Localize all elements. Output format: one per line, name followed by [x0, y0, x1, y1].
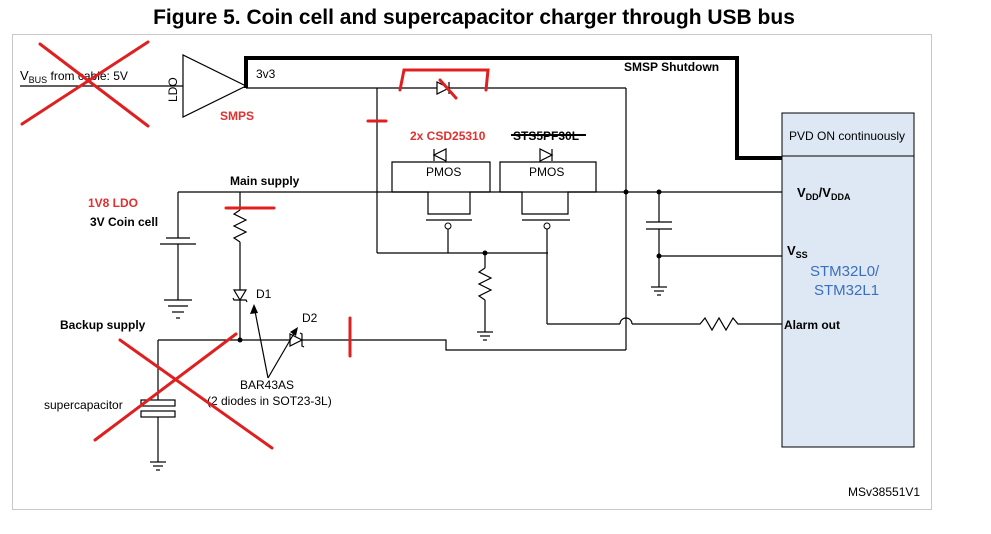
- v3v3-label: 3v3: [256, 67, 276, 81]
- d2-label: D2: [302, 311, 318, 325]
- junction-5: [237, 337, 243, 343]
- backup-supply-label: Backup supply: [60, 318, 146, 332]
- d2-output-wire: [302, 339, 626, 351]
- csd-label: 2x CSD25310: [410, 129, 486, 143]
- pmos2-gate-bubble: [543, 222, 551, 230]
- bar43-arrow-d2-head: [290, 327, 298, 336]
- mcu-block: [781, 112, 915, 448]
- bar43-arrow-d1: [253, 305, 269, 379]
- d1-label: D1: [256, 287, 272, 301]
- junction-1: [623, 189, 629, 195]
- regulator-triangle: [182, 54, 248, 118]
- supercap-plate-bottom: [140, 410, 176, 418]
- pmos2-label: PMOS: [529, 165, 564, 179]
- bar43-arrow-d1-head: [250, 304, 258, 314]
- pmos1-label: PMOS: [426, 165, 461, 179]
- red-cross-vbus-1: [38, 42, 150, 128]
- pulldown-resistor: [477, 267, 493, 301]
- mcu-name-line2: STM32L1: [814, 282, 879, 299]
- pmos1-gate-bubble: [444, 222, 452, 230]
- smps-label: SMPS: [220, 109, 254, 123]
- figure-title: Figure 5. Coin cell and supercapacitor c…: [153, 6, 795, 29]
- bar43as-label: BAR43AS: [240, 378, 294, 392]
- vbus-label: VBUS from cable: 5V: [20, 68, 128, 85]
- ldo-1v8-label: 1V8 LDO: [88, 196, 138, 210]
- mcu-name-line1: STM32L0/: [810, 263, 880, 280]
- red-cross-supercap-2: [93, 332, 238, 442]
- ldo-label: LDO: [166, 77, 180, 102]
- two-diodes-label: (2 diodes in SOT23-3L): [207, 394, 332, 408]
- supercap-plate-top: [140, 399, 176, 407]
- bar43-arrow-d2: [267, 329, 297, 379]
- charge-resistor: [232, 209, 248, 243]
- vdd-pin-label: VDD/VDDA: [797, 185, 851, 202]
- pmos2-body-diode-loop: [499, 161, 597, 192]
- junction-3: [656, 253, 662, 259]
- vss-pin-label: VSS: [787, 243, 808, 260]
- coin-cell-label: 3V Coin cell: [90, 215, 158, 229]
- red-bypass-mark: [398, 68, 490, 92]
- diagram-frame: [12, 34, 932, 510]
- d1-diode: [232, 289, 248, 302]
- pmos2-channel: [500, 191, 596, 215]
- alarm-wire-hop: [619, 317, 633, 325]
- alarm-out-label: Alarm out: [784, 318, 840, 332]
- red-diode-strike: [438, 78, 458, 100]
- pmos1-body-diode: [432, 148, 447, 162]
- main-supply-label: Main supply: [230, 174, 300, 188]
- alarm-resistor: [632, 316, 782, 332]
- red-cross-vbus-2: [20, 40, 150, 126]
- pmos1-body-diode-loop: [391, 161, 491, 192]
- smsp-shutdown-line: [244, 56, 782, 160]
- ms-code: MSv38551V1: [848, 485, 920, 499]
- pvd-label: PVD ON continuously: [789, 129, 905, 143]
- red-cross-supercap-1: [118, 338, 274, 450]
- supercapacitor-label: supercapacitor: [44, 398, 123, 412]
- pmos2-body-diode: [539, 148, 554, 162]
- pmos1-channel: [392, 191, 490, 215]
- smsp-shutdown-label: SMSP Shutdown: [624, 60, 719, 74]
